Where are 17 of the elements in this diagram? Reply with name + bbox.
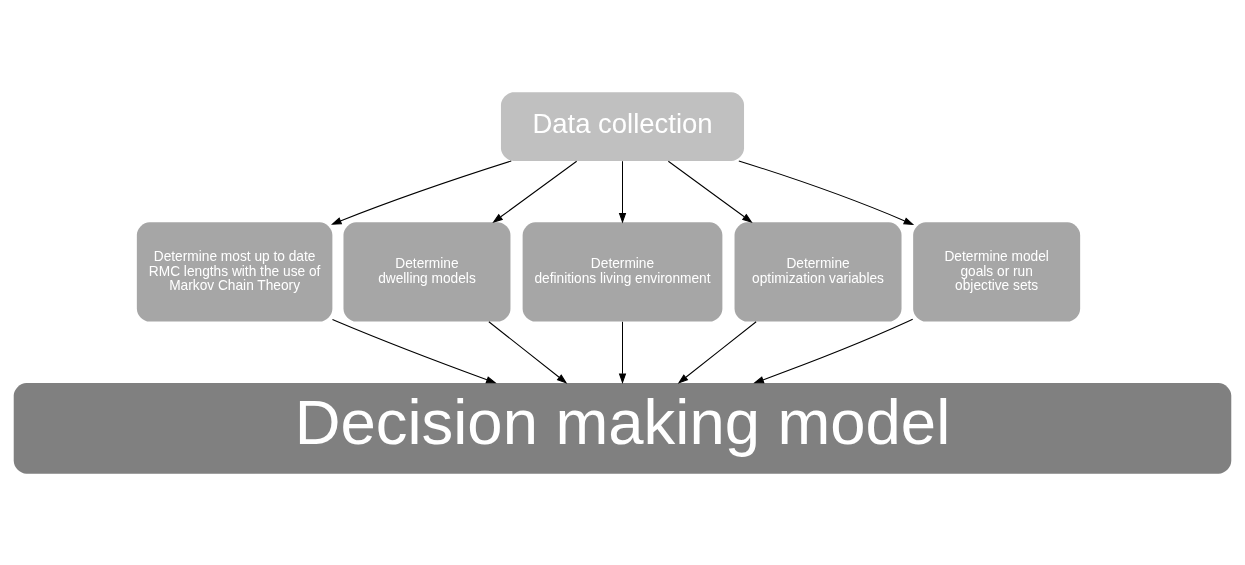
arrow [738, 159, 915, 225]
node-box: Determine most up to date RMC lengths with the use of Markov Chain Theory [136, 221, 333, 322]
arrow [677, 320, 757, 384]
node-box: Data collection [500, 91, 745, 161]
node-box: Determine dwelling models [343, 221, 511, 322]
arrow [667, 160, 753, 223]
node-box: Determine optimization variables [734, 221, 902, 322]
arrow [753, 318, 914, 383]
node-box: Determine definitions living environment [522, 221, 723, 322]
arrow [492, 160, 578, 223]
arrow [330, 160, 512, 225]
arrow [618, 320, 627, 384]
arrow [331, 318, 497, 383]
arrow [488, 320, 568, 384]
arrow [618, 160, 627, 224]
node-box: Determine model goals or run objective sets [913, 221, 1081, 322]
node-box: Decision making model [13, 382, 1232, 474]
